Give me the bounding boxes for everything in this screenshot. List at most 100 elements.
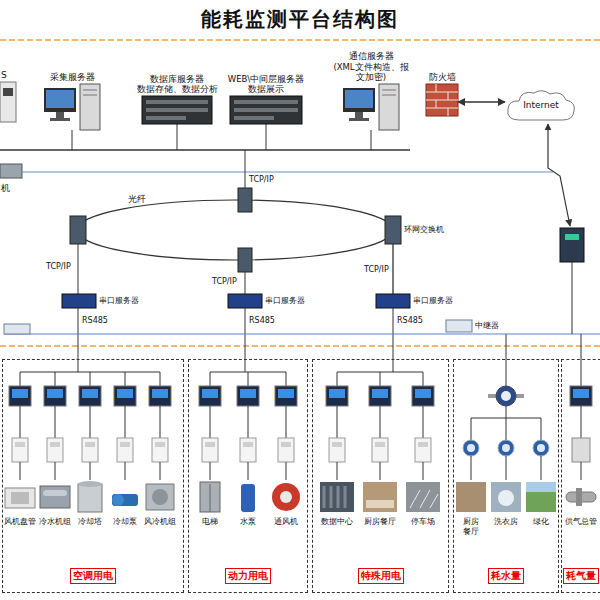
main-water-meter bbox=[496, 386, 516, 406]
tower-slot bbox=[83, 95, 97, 96]
server-label: 数据展示 bbox=[220, 84, 312, 94]
monitor-stand bbox=[56, 112, 64, 118]
rack-stripe bbox=[146, 116, 186, 120]
restaurant-tables bbox=[366, 500, 394, 508]
electric-meter bbox=[79, 372, 101, 480]
electric-meter bbox=[275, 372, 297, 480]
plain-label: TCP/IP bbox=[212, 277, 237, 286]
server-node: 防火墙 bbox=[426, 84, 458, 116]
serial-server bbox=[62, 294, 96, 308]
node-caption: 采集服务器 bbox=[26, 72, 118, 82]
kitchen-photo bbox=[456, 482, 486, 512]
plain-label: RS485 bbox=[397, 316, 423, 325]
server-label: 防火墙 bbox=[417, 72, 467, 82]
internet-cloud: Internet bbox=[505, 88, 577, 122]
switch-device bbox=[0, 164, 22, 178]
node-caption: 串口服务器 bbox=[413, 296, 453, 306]
load-node: 风机盘管 bbox=[3, 480, 37, 514]
load-node: 冷却塔 bbox=[73, 480, 107, 514]
node-caption: 耗气量 bbox=[563, 568, 599, 584]
load-node: 停车场 bbox=[406, 480, 440, 514]
server-racks bbox=[324, 486, 345, 508]
device-node: 串口服务器 bbox=[62, 294, 96, 308]
plain-label: RS485 bbox=[82, 316, 108, 325]
electric-meter bbox=[114, 372, 136, 480]
load-node: 绿化 bbox=[526, 480, 556, 514]
node-caption: 特殊用电 bbox=[358, 568, 404, 584]
plain-label: 光纤 bbox=[128, 193, 146, 206]
server-node: 采集服务器 bbox=[44, 84, 100, 130]
uplink-line bbox=[548, 124, 570, 226]
server-label: WEB\中间层服务器 bbox=[220, 74, 312, 84]
device-label: 串口服务器 bbox=[99, 296, 139, 306]
electric-meter bbox=[326, 372, 348, 480]
load-node: 冷水机组 bbox=[38, 480, 72, 514]
wire bbox=[245, 272, 246, 294]
node-caption: 动力用电 bbox=[225, 568, 271, 584]
load-label: 绿化 bbox=[521, 517, 561, 527]
node-caption: 串口服务器 bbox=[265, 296, 305, 306]
rs485-wire bbox=[245, 308, 246, 372]
ring-switch bbox=[238, 188, 252, 212]
node-caption: 冷水机组 bbox=[35, 517, 75, 527]
node-caption: 水泵 bbox=[228, 517, 268, 527]
wire bbox=[177, 124, 178, 150]
repeater-device bbox=[4, 324, 30, 334]
group-label: 空调用电 bbox=[70, 568, 116, 584]
plain-label: TCP/IP bbox=[249, 175, 274, 184]
greening-photo bbox=[526, 482, 556, 512]
load-label: 电梯 bbox=[190, 517, 230, 527]
parking-photo bbox=[406, 482, 440, 512]
node-caption: 通风机 bbox=[266, 517, 306, 527]
ups-device bbox=[0, 82, 16, 122]
ring-switch bbox=[238, 248, 252, 272]
wire bbox=[266, 124, 267, 150]
water-meter bbox=[498, 418, 514, 480]
meter-group: 耗水量 厨房 餐厅洗衣房绿化 bbox=[454, 360, 558, 592]
group-label: 耗气量 bbox=[563, 568, 599, 584]
wire bbox=[572, 262, 573, 334]
load-node: 电梯 bbox=[193, 480, 227, 514]
cloud-shape bbox=[508, 91, 575, 120]
server-node: WEB\中间层服务器数据展示 bbox=[230, 96, 302, 124]
load-node: 厨房餐厅 bbox=[363, 480, 397, 514]
load-label: 厨房餐厅 bbox=[360, 517, 400, 527]
rack-stripe bbox=[146, 100, 208, 104]
tower-slot bbox=[382, 90, 396, 91]
device-label: 串口服务器 bbox=[265, 296, 305, 306]
rs485-bus bbox=[4, 333, 600, 334]
load-node: 冷却泵 bbox=[108, 480, 142, 514]
meter-group: 特殊用电 数据中心厨房餐厅停车场 bbox=[313, 360, 448, 592]
device-label: 串口服务器 bbox=[413, 296, 453, 306]
rs485-wire bbox=[78, 308, 79, 372]
electric-meter bbox=[199, 372, 221, 480]
tower-slot bbox=[83, 90, 97, 91]
device-label: 环网交换机 bbox=[404, 225, 444, 235]
group-label: 耗水量 bbox=[488, 568, 524, 584]
load-node: 通风机 bbox=[269, 480, 303, 514]
device-node: 中继器 bbox=[446, 320, 472, 332]
ventilator-image bbox=[272, 483, 300, 511]
gas-screen bbox=[573, 389, 589, 398]
node-caption: 耗水量 bbox=[488, 568, 524, 584]
divider bbox=[0, 39, 600, 41]
serial-server bbox=[228, 294, 262, 308]
restaurant-photo bbox=[363, 482, 397, 512]
fan-coil-grille bbox=[11, 492, 29, 504]
node-caption: 数据中心 bbox=[317, 517, 357, 527]
wire bbox=[581, 334, 582, 386]
load-label: 洗衣房 bbox=[486, 517, 526, 527]
divider bbox=[0, 345, 600, 347]
brick-lines bbox=[426, 84, 458, 116]
water-meter bbox=[533, 418, 549, 480]
lan-bus bbox=[0, 149, 410, 151]
tower bbox=[80, 84, 100, 130]
device-node: 串口服务器 bbox=[228, 294, 262, 308]
electric-meter bbox=[44, 372, 66, 480]
load-label: 厨房 餐厅 bbox=[456, 517, 486, 536]
rack-server bbox=[230, 96, 302, 124]
monitor bbox=[44, 88, 76, 112]
node-caption: 供气总管 bbox=[563, 517, 599, 527]
load-node: 洗衣房 bbox=[491, 480, 521, 514]
